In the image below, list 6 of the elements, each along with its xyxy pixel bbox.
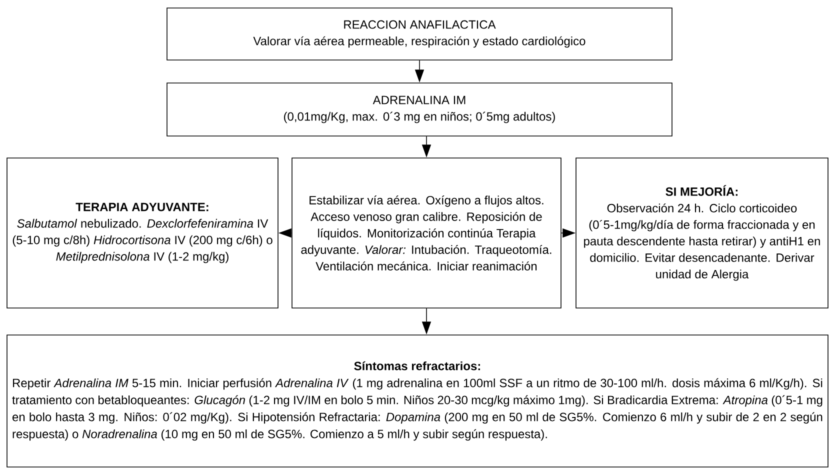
process-box: SI MEJORÍA: Observación 24 h. Ciclo corticoideo (0´5-1mg/kg/día de forma fraccionada y en pauta descendente hasta retirar) y antiH1 en domicilio. Evitar desencadenante. Derivar unidad de Alergia — [576, 158, 828, 308]
process-box: Estabilizar vía aérea. Oxígeno a flujos altos. Acceso venoso gran calibre. Reposición de líquidos. Monitorización continúa Terapia adyuvante. Valorar: Intubación. Traqueotomía. Ventilación mecánica. Iniciar reanimación — [292, 158, 562, 308]
process-box: Síntomas refractarios: Repetir Adrenalina IM 5-15 min. Iniciar perfusión Adrenalina IV (1 mg adrenalina en 100ml SSF a un ritmo de 30-100 ml/h. dosis máxima 6 ml/Kg/h). Si tratamiento con betabloqueantes: Glucagón (1-2 mg IV/IM en bolo 5 min. Niños 20-30 mcg/kg máximo 1mg). Si Bradicardia Extrema: Atropina (0´5-1 mg en bolo hasta 3 mg. Niños: 0´02 mg/Kg). Si Hipotensión Refractaria: Dopamina (200 mg en 50 ml de SG5%. Comienzo 6 ml/h y subir de 2 en 2 según respuesta) o Noradrenalina (10 mg en 50 ml de SG5%. Comienzo a 5 ml/h y subir según respuesta). — [6, 334, 828, 468]
process-box: ADRENALINA IM (0,01mg/Kg, max. 0´3 mg en niños; 0´5mg adultos) — [166, 82, 672, 136]
process-box: TERAPIA ADYUVANTE: Salbutamol nebulizado. Dexclorfefeniramina IV (5-10 mg c/8h) Hidrocortisona IV (200 mg c/6h) o Metilprednisolona IV (1-2 mg/kg) — [6, 158, 278, 308]
process-box: REACCION ANAFILACTICA Valorar vía aérea permeable, respiración y estado cardiológico — [166, 8, 672, 60]
